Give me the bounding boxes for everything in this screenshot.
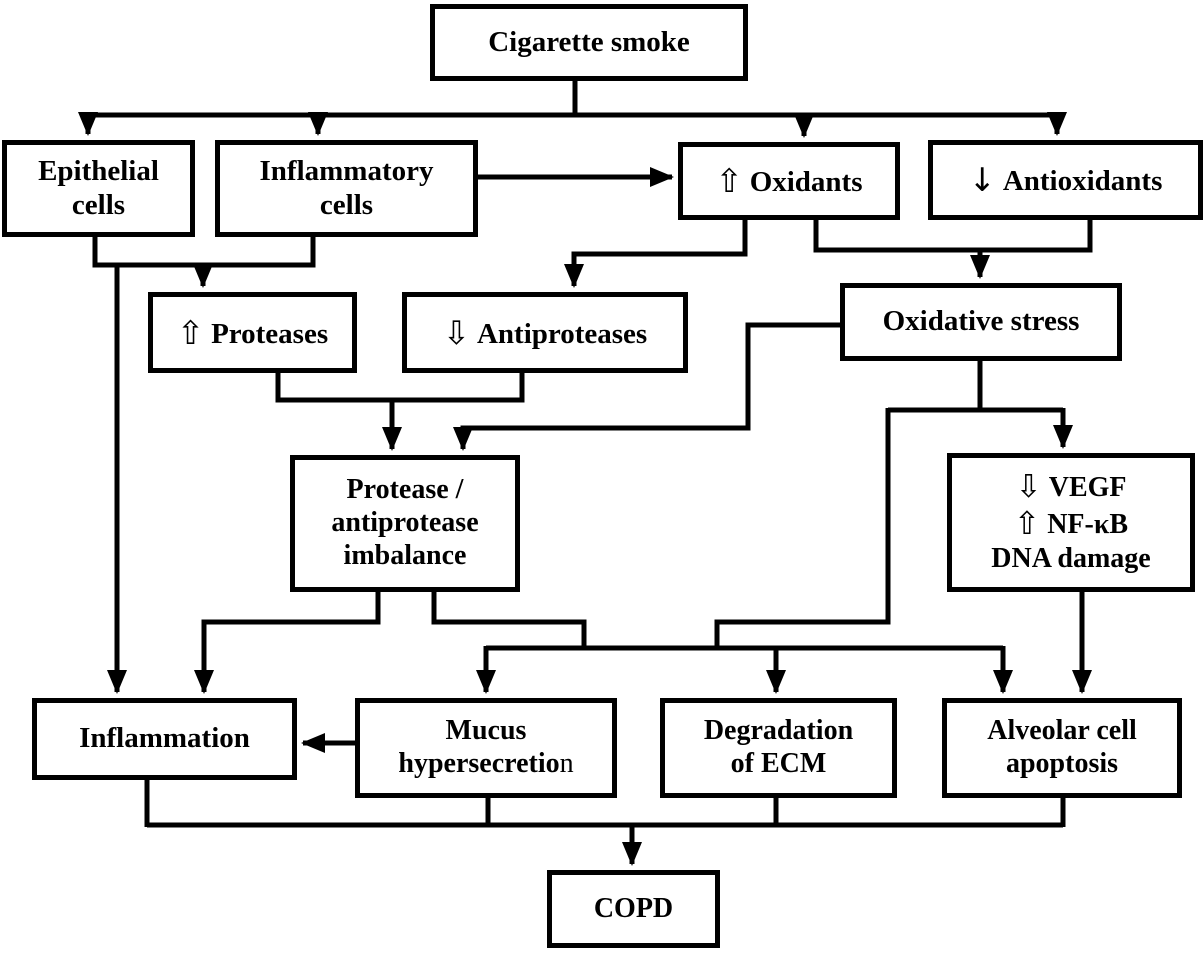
increase-arrow-icon: ⇧: [1013, 506, 1041, 543]
node-epithelial-cells-label: Epithelial: [38, 154, 159, 187]
node-inflammation: Inflammation: [32, 698, 297, 780]
node-cigarette-smoke-label: Cigarette smoke: [488, 25, 690, 58]
node-oxidative-stress: Oxidative stress: [840, 283, 1122, 361]
edge-oxidants-antioxidants-join: [813, 218, 1093, 253]
node-alveolar-cell-apoptosis-label: apoptosis: [1005, 748, 1119, 779]
node-mucus-hypersecretion-label: hypersecretion: [398, 748, 574, 779]
node-antiproteases: ⇩Antiproteases: [402, 292, 688, 373]
node-inflammation-label: Inflammation: [79, 722, 250, 755]
edge-oxidants-to-antiproteases: [564, 218, 748, 288]
edge-oxstress-branch-to-collector: [714, 408, 891, 650]
node-inflammatory-cells-label: Inflammatory: [259, 154, 434, 187]
decrease-arrow-icon: ⇩: [1015, 469, 1042, 506]
node-proteases: ⇧Proteases: [148, 292, 357, 373]
edge-oxstress-to-imbalance: [453, 322, 840, 451]
node-oxidants: ⇧Oxidants: [678, 142, 900, 220]
node-degradation-of-ecm-label: of ECM: [730, 748, 827, 779]
node-cigarette-smoke: Cigarette smoke: [430, 4, 748, 81]
node-mucus-hypersecretion-label-tail: n: [559, 748, 574, 779]
node-vegf-nfkb-dna-label: ⇧NF-κB: [1013, 506, 1129, 543]
node-protease-antiprotease-imbalance-label: Protease /: [346, 474, 464, 506]
node-proteases-label: ⇧Proteases: [176, 313, 329, 352]
increase-arrow-icon: ⇧: [176, 313, 205, 352]
edge-imbalance-to-collector: [431, 592, 587, 650]
increase-arrow-icon: ⇧: [715, 162, 743, 200]
edge-imbalance-to-inflammation: [194, 592, 381, 694]
node-copd-label: COPD: [593, 892, 674, 924]
node-inflammatory-cells-label: cells: [319, 188, 374, 221]
node-degradation-of-ecm-label: Degradation: [703, 715, 854, 747]
node-antiproteases-label: ⇩Antiproteases: [442, 313, 648, 352]
node-oxidants-label: ⇧Oxidants: [715, 162, 863, 200]
node-copd: COPD: [547, 870, 720, 948]
decrease-arrow-icon: ↓: [968, 161, 996, 199]
node-vegf-nfkb-dna-label: ⇩VEGF: [1015, 469, 1127, 506]
edge-proteases-antiproteases-join: [275, 371, 525, 403]
node-mucus-hypersecretion-label: Mucus: [445, 715, 527, 747]
decrease-arrow-icon: ⇩: [442, 313, 470, 352]
node-antioxidants-label: ↓Antioxidants: [968, 161, 1163, 199]
node-alveolar-cell-apoptosis-label: Alveolar cell: [987, 715, 1137, 747]
node-antioxidants: ↓Antioxidants: [928, 140, 1203, 220]
node-epithelial-cells-label: cells: [71, 188, 126, 221]
node-vegf-nfkb-dna-label: DNA damage: [991, 542, 1151, 574]
node-oxidative-stress-label: Oxidative stress: [882, 305, 1080, 338]
node-protease-antiprotease-imbalance-label: imbalance: [343, 539, 467, 571]
edge-epithelial-inflammatory-join: [92, 237, 316, 268]
node-protease-antiprotease-imbalance-label: antiprotease: [331, 507, 479, 539]
